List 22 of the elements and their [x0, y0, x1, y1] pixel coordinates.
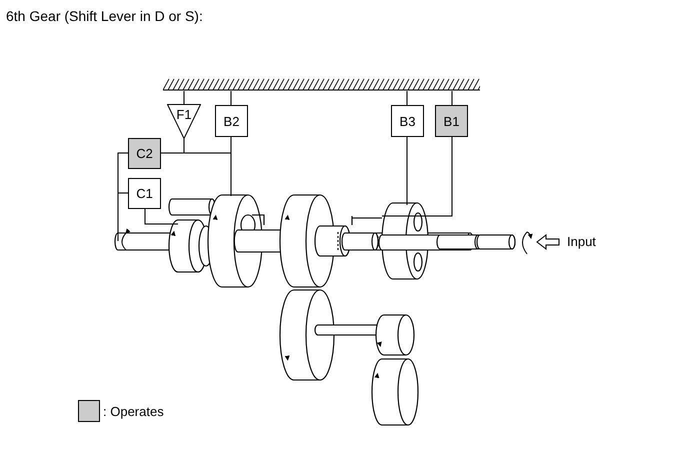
connecting-line [160, 152, 232, 196]
connecting-line [230, 90, 232, 106]
component-box [435, 105, 468, 137]
connecting-line [382, 136, 452, 216]
ground-hatching [163, 78, 480, 91]
component-box [128, 178, 161, 209]
component-label: B3 [400, 114, 416, 128]
connecting-line [144, 208, 178, 224]
title: 6th Gear (Shift Lever in D or S): [6, 8, 203, 24]
connecting-line [406, 90, 408, 106]
component-label: B2 [224, 114, 240, 128]
component-label: C1 [136, 186, 153, 201]
component-box [215, 105, 248, 137]
component-label: B1 [444, 114, 460, 128]
one-way-clutch-triangle [167, 104, 201, 139]
legend-label: : Operates [103, 404, 164, 419]
component-label: C2 [136, 146, 153, 161]
input-label: Input [567, 234, 596, 249]
connecting-line [406, 136, 408, 206]
component-box [128, 138, 161, 169]
component-box [391, 105, 424, 137]
component-label: F1 [176, 107, 192, 122]
